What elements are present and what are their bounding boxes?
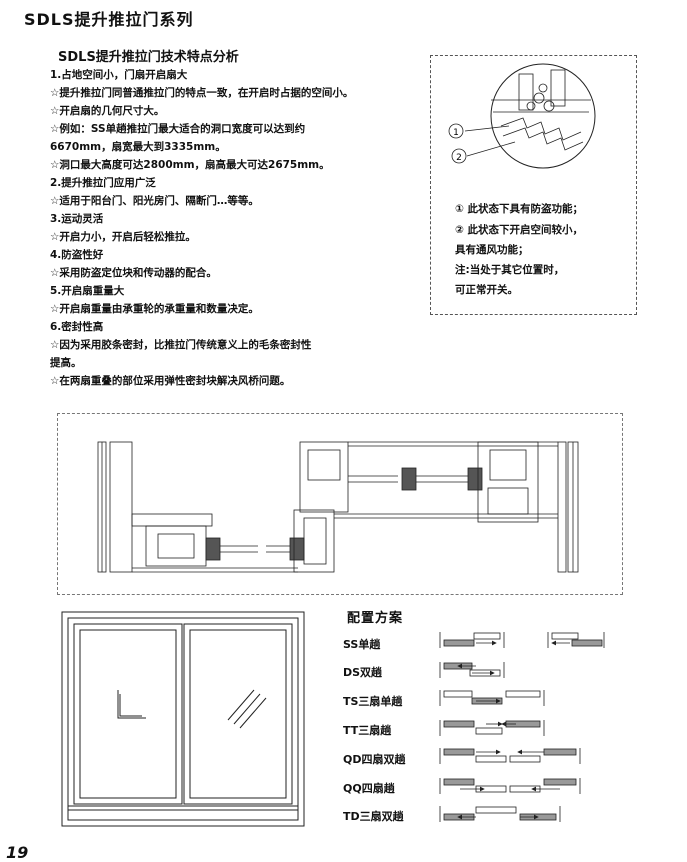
feature-line: 提高。: [50, 357, 82, 369]
feature-line: ☆例如：SS单趟推拉门最大适合的洞口宽度可以达到约: [50, 123, 306, 135]
config-label: QQ四扇趟: [343, 782, 395, 795]
feature-line: 3.运动灵活: [50, 213, 104, 225]
feature-line: 2.提升推拉门应用广泛: [50, 177, 156, 189]
feature-line: ☆开启扇的几何尺寸大。: [50, 105, 165, 117]
feature-line: 1.占地空间小，门扇开启扇大: [50, 69, 188, 81]
feature-line: 6670mm，扇宽最大到3335mm。: [50, 141, 226, 153]
config-schematics: [439, 632, 605, 822]
page-number: 19: [6, 843, 29, 862]
feature-line: ☆因为采用胶条密封，比推拉门传统意义上的毛条密封性: [50, 339, 312, 351]
feature-line: 4.防盗性好: [50, 249, 104, 261]
config-title: 配置方案: [347, 611, 404, 626]
config-label: TD三扇双趟: [343, 810, 404, 823]
callout-1: 1: [453, 128, 459, 138]
callout-2: 2: [456, 153, 462, 163]
detail-drawing-box: 1 2 ① 此状态下具有防盗功能； ② 此状态下开启空间较小， 具有通风功能； …: [430, 55, 637, 315]
feature-line: ☆采用防盗定位块和传动器的配合。: [50, 267, 217, 279]
feature-line: ☆开启扇重量由承重轮的承重量和数量决定。: [50, 303, 259, 315]
config-label: TS三扇单趟: [343, 695, 403, 708]
feature-line: ☆洞口最大高度可达2800mm，扇高最大可达2675mm。: [50, 159, 330, 171]
feature-line: ☆开启力小，开启后轻松推拉。: [50, 231, 196, 243]
page-title: SDLS提升推拉门系列: [24, 10, 194, 29]
detail-note: ② 此状态下开启空间较小，: [455, 224, 584, 236]
config-label: TT三扇趟: [343, 724, 392, 737]
feature-line: ☆适用于阳台门、阳光房门、隔断门…等等。: [50, 195, 259, 207]
detail-note: 注:当处于其它位置时，: [455, 264, 565, 276]
detail-note: 具有通风功能；: [455, 244, 529, 256]
feature-line: 6.密封性高: [50, 321, 104, 333]
feature-line: ☆提升推拉门同普通推拉门的特点一致，在开启时占据的空间小。: [50, 87, 354, 99]
door-elevation-drawing: [61, 611, 305, 827]
detail-drawing: 1 2: [448, 63, 596, 169]
feature-line: 5.开启扇重量大: [50, 285, 125, 297]
config-label: QD四扇双趟: [343, 753, 406, 766]
detail-note: 可正常开关。: [455, 284, 518, 296]
section-drawing: [97, 441, 579, 573]
section-title: SDLS提升推拉门技术特点分析: [58, 50, 239, 65]
detail-note: ① 此状态下具有防盗功能；: [455, 203, 584, 215]
section-drawing-box: [57, 413, 623, 595]
config-label: SS单趟: [343, 638, 381, 651]
config-label: DS双趟: [343, 666, 383, 679]
feature-line: ☆在两扇重叠的部位采用弹性密封块解决风桥问题。: [50, 375, 291, 387]
